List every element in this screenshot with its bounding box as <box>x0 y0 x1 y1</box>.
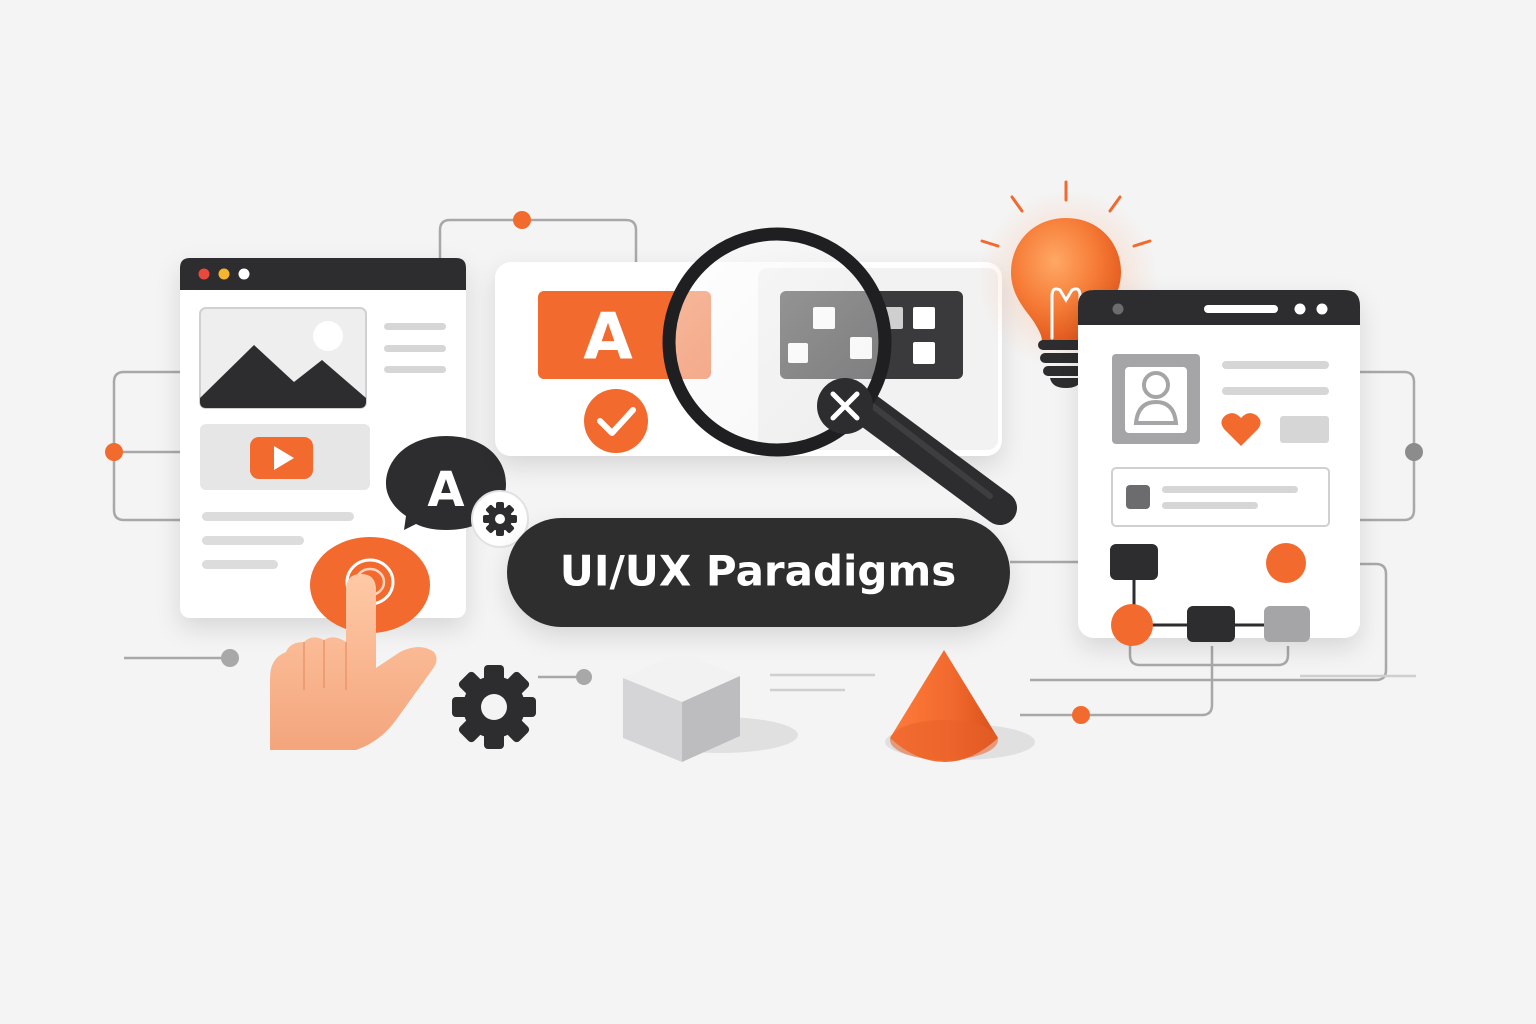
avatar-icon <box>1112 354 1200 444</box>
connector-lines <box>112 218 1416 717</box>
flow-node <box>1264 606 1310 642</box>
flow-node <box>1110 544 1158 580</box>
text-line <box>202 560 278 569</box>
text-line <box>1222 387 1329 395</box>
flow-node <box>1111 604 1153 646</box>
pointer-hand-icon <box>270 574 437 750</box>
close-icon <box>817 378 873 434</box>
window-dot-red <box>198 268 210 280</box>
titlebar-dot <box>1294 303 1306 315</box>
image-icon <box>199 307 367 409</box>
flow-node <box>1266 543 1306 583</box>
text-line <box>202 536 304 545</box>
titlebar-bar <box>1204 305 1278 313</box>
gear-icon <box>452 665 536 749</box>
right-browser-window <box>1078 290 1360 638</box>
text-line <box>202 512 354 521</box>
page-title: UI/UX Paradigms <box>560 547 957 596</box>
flow-node <box>1187 606 1235 642</box>
heart-icon <box>1221 413 1261 446</box>
list-item <box>1111 467 1330 527</box>
titlebar-dot <box>1316 303 1328 315</box>
flow-diagram <box>1110 543 1310 646</box>
tag-block <box>1280 416 1329 443</box>
text-line <box>384 345 446 352</box>
gear-icon <box>471 490 529 548</box>
window-dot-yellow <box>218 268 230 280</box>
play-icon <box>200 424 370 490</box>
text-line <box>384 366 446 373</box>
text-line <box>384 323 446 330</box>
cone-icon <box>885 650 1035 762</box>
check-icon <box>584 389 648 453</box>
window-titlebar <box>180 258 466 290</box>
typography-glyph: A <box>583 301 633 375</box>
connector-nodes <box>105 211 1423 724</box>
title-pill <box>507 518 1010 627</box>
speech-bubble-glyph: A <box>427 462 464 518</box>
text-line <box>1222 361 1329 369</box>
titlebar-dot <box>1112 303 1124 315</box>
cube-icon <box>623 652 798 762</box>
window-dot-white <box>238 268 250 280</box>
